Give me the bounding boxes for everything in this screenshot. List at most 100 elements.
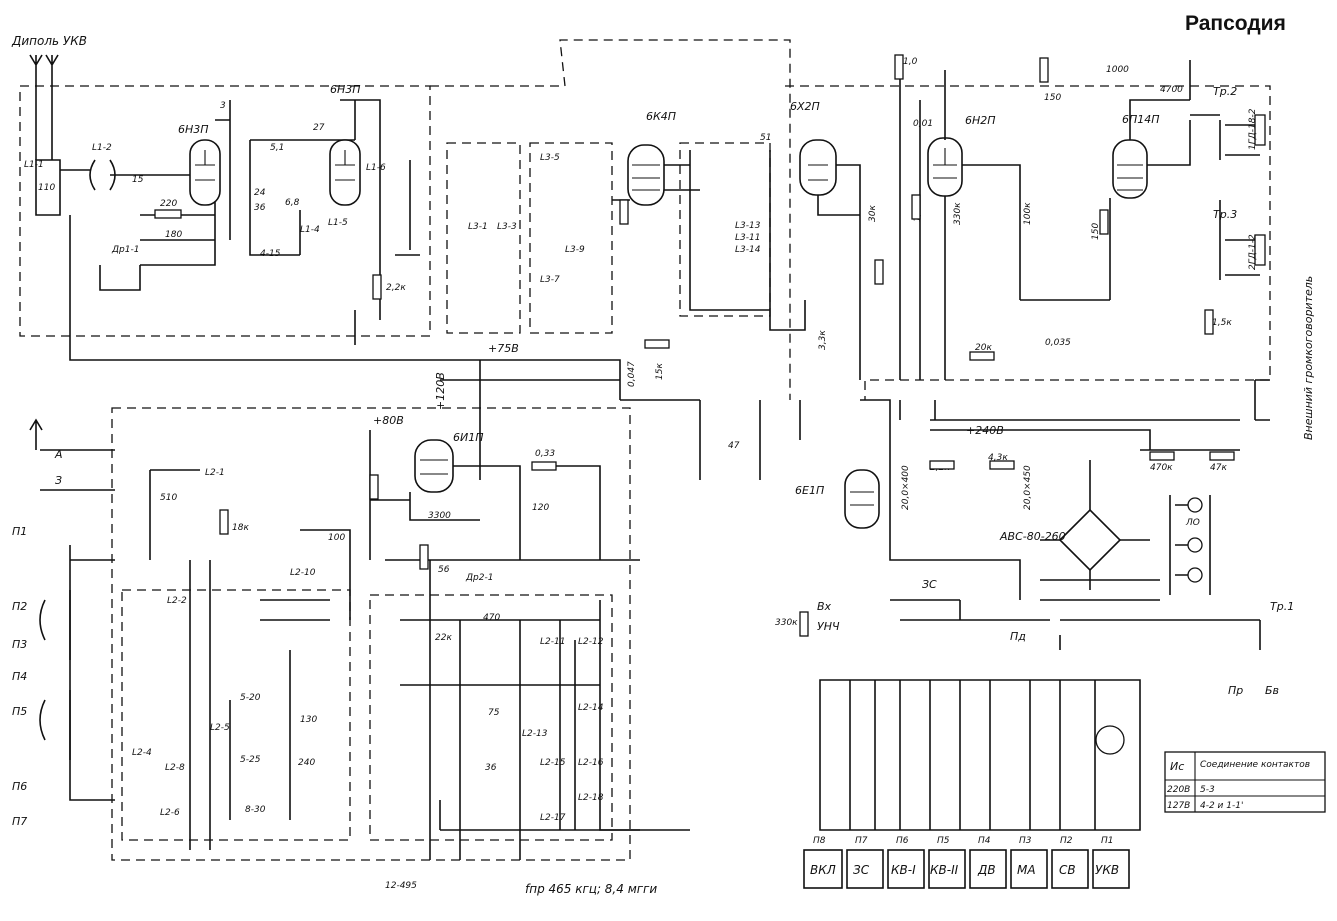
cap-3300: 3300 [428, 511, 451, 521]
contact-table-header-conn: Соединение контактов [1200, 760, 1310, 770]
wiring-top [35, 99, 700, 401]
cap-27: 27 [313, 123, 325, 133]
res-18k: 18к [232, 523, 249, 533]
switch-label-kv1: КВ-I [891, 863, 916, 877]
tube-6p14p-label: 6П14П [1122, 113, 1160, 126]
range-label-p5: П5 [12, 705, 27, 718]
switch-button-sv[interactable]: СВ П2 [1051, 836, 1089, 889]
cap-120: 120 [532, 503, 549, 513]
tube-6e1p-label: 6Е1П [795, 484, 824, 497]
cap-20x450: 20,0×450 [1023, 465, 1033, 510]
coil-l3-7: L3-7 [540, 275, 560, 285]
switch-button-dv[interactable]: ДВ П4 [969, 836, 1007, 889]
res-4-3k: 4,3к [988, 453, 1008, 463]
coil-l1-6: L1-6 [366, 163, 386, 173]
range-label-p3: П3 [12, 638, 27, 651]
tube-6kh2p: 6Х2П [790, 100, 837, 196]
tube-6p14p: 6П14П [1112, 113, 1160, 199]
switch-label-vkl: ВКЛ [810, 863, 836, 877]
res-20k: 20к [975, 343, 992, 353]
coil-dr1-1: Др1-1 [111, 245, 139, 255]
res-1-0: 1,0 [903, 57, 918, 67]
power-supply: АВС-80-260 ЛО [999, 460, 1261, 650]
tube-6n3p-1-label: 6Н3П [178, 123, 209, 136]
cap-510: 510 [160, 493, 177, 503]
switch-button-zs[interactable]: ЗС П7 [846, 836, 884, 889]
coil-l2-11: L2-11 [540, 637, 565, 647]
component-values: 110 15 5,1 24 36 6,8 27 3 4-15 180 220 0… [38, 57, 1232, 891]
coil-l3-1: L3-1 [468, 222, 488, 232]
coil-l1-2: L1-2 [92, 143, 112, 153]
coil-l3-9: L3-9 [565, 245, 585, 255]
unch-label: УНЧ [817, 620, 840, 633]
cap-8-30: 8-30 [245, 805, 266, 815]
voltage-80: +80В [373, 414, 404, 427]
vhf-dipole-label: Диполь УКВ [11, 34, 87, 48]
res-330k: 330к [953, 202, 963, 225]
transformer-tr2: Тр.2 [1213, 85, 1237, 98]
switch-ref-p3: П3 [1019, 836, 1032, 846]
misc-labels: Вх УНЧ Пд Пр Бв ЗС [817, 578, 1279, 697]
coil-l2-13: L2-13 [522, 729, 548, 739]
range-labels: П1 П2 П3 П4 П5 П6 П7 [12, 525, 27, 828]
cap-1000: 1000 [1106, 65, 1129, 75]
res-330k-b: 330к [775, 618, 798, 628]
range-label-p1: П1 [12, 525, 27, 538]
switch-ref-p8: П8 [813, 836, 826, 846]
contact-table-row-1-voltage: 220В [1167, 785, 1190, 795]
band-coils [39, 449, 351, 850]
component-symbols [154, 54, 1235, 637]
switch-button-ukv[interactable]: УКВ П1 [1092, 836, 1130, 889]
contact-table-row-2-voltage: 127В [1167, 801, 1190, 811]
switch-label-dv: ДВ [977, 863, 996, 877]
cap-4-15: 4-15 [260, 249, 281, 259]
cap-130: 130 [300, 715, 317, 725]
res-22k: 22к [435, 633, 452, 643]
cap-0-035: 0,035 [1045, 338, 1071, 348]
tube-6i1p-label: 6И1П [453, 431, 484, 444]
transformer-tr1: Тр.1 [1270, 600, 1294, 613]
cap-20x400: 20,0×400 [901, 465, 911, 510]
shield-outlines [19, 39, 1271, 861]
coil-labels: L1-1 L1-2 L1-4 L1-5 L1-6 Др1-1 L2-1 L2-2… [24, 143, 761, 823]
res-1-5k: 1,5к [1212, 318, 1232, 328]
tube-6n2p-label: 6Н2П [965, 114, 996, 127]
contact-table-row-2-contacts: 4-2 и 1-1' [1200, 801, 1243, 811]
coil-l2-6: L2-6 [160, 808, 180, 818]
cap-0-33: 0,33 [535, 449, 555, 459]
switch-label-sv: СВ [1059, 863, 1076, 877]
switch-button-vkl[interactable]: ВКЛ П8 [803, 836, 843, 889]
range-label-p4: П4 [12, 670, 27, 683]
voltage-120: +120В [434, 372, 447, 410]
contact-table-row-1-contacts: 5-3 [1200, 785, 1215, 795]
range-label-p2: П2 [12, 600, 27, 613]
cap-100: 100 [328, 533, 345, 543]
switch-button-kv2[interactable]: КВ-II П5 [928, 836, 966, 889]
contact-table: Ис Соединение контактов 220В 5-3 127В 4-… [1164, 751, 1326, 813]
cap-15: 15 [132, 175, 144, 185]
speaker-2-label: 2ГД-1-2 [1248, 234, 1258, 270]
coil-l2-5: L2-5 [210, 723, 230, 733]
wiring-middle [369, 60, 1260, 600]
switch-button-kv1[interactable]: КВ-I П6 [887, 836, 925, 889]
band-coils-center [400, 560, 690, 860]
cap-110: 110 [38, 183, 55, 193]
cap-12-495: 12-495 [385, 881, 417, 891]
band-switch-ladder [819, 679, 1141, 831]
tube-6n3p-1: 6Н3П [178, 123, 221, 206]
cap-150: 150 [1044, 93, 1061, 103]
voltage-labels: +75В +120В +80В +240В [373, 342, 1004, 437]
pd-label: Пд [1010, 630, 1026, 643]
switch-ref-p6: П6 [896, 836, 909, 846]
antenna-a-label: А [54, 448, 63, 461]
coil-l2-15: L2-15 [540, 758, 566, 768]
tube-6n3p-2-label: 6Н3П [330, 83, 361, 96]
switch-ref-p7: П7 [855, 836, 868, 846]
lamp-label: ЛО [1185, 518, 1200, 528]
coil-l1-4: L1-4 [300, 225, 320, 235]
switch-ref-p2: П2 [1060, 836, 1073, 846]
res-15k: 15к [655, 363, 665, 380]
switch-button-ma[interactable]: МА П3 [1010, 836, 1048, 889]
tube-6i1p: 6И1П [414, 431, 484, 493]
coil-l2-18: L2-18 [578, 793, 604, 803]
